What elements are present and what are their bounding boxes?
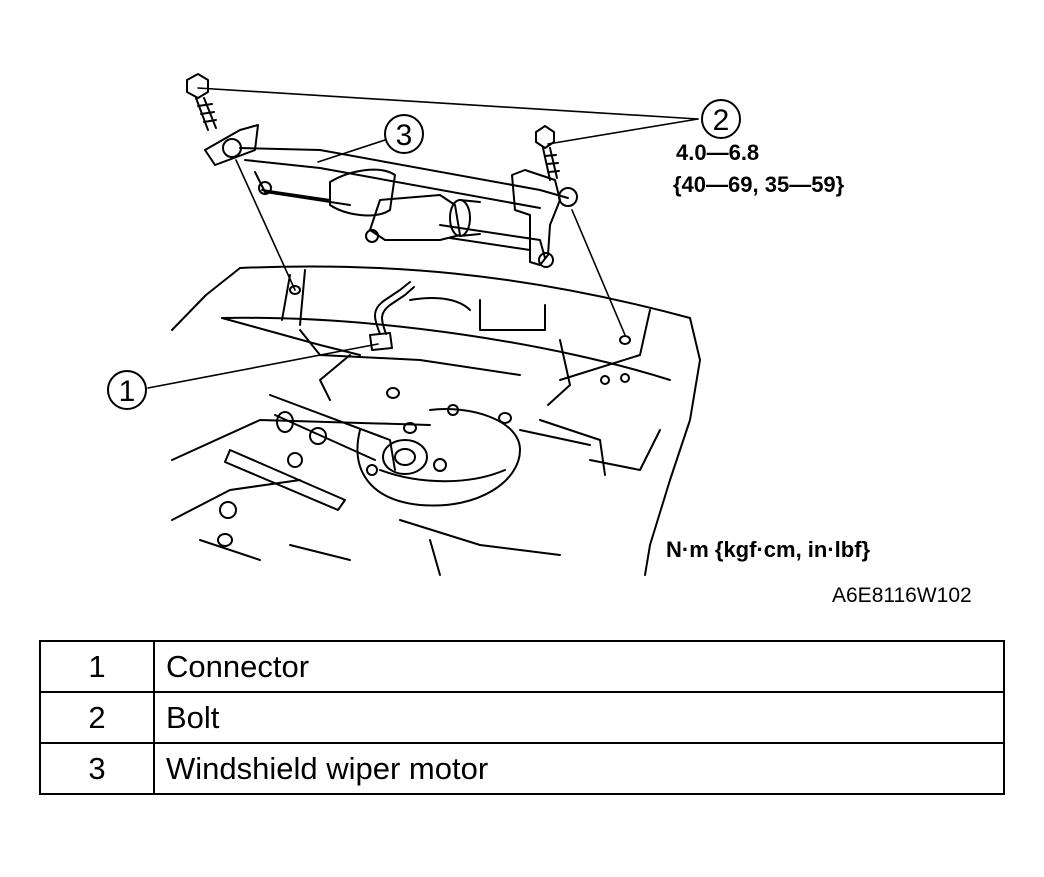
callout-3: 3 <box>384 114 424 154</box>
callout-1: 1 <box>107 370 147 410</box>
wiper-motor-diagram: 1 2 3 <box>107 73 741 576</box>
legend-name: Connector <box>153 640 1005 693</box>
bolt-right <box>535 125 560 181</box>
legend-name: Windshield wiper motor <box>153 742 1005 795</box>
table-row: 3 Windshield wiper motor <box>39 742 1005 795</box>
connector <box>369 281 415 351</box>
torque-alt-units-value: {40—69, 35—59} <box>673 172 845 197</box>
wiper-linkage <box>204 124 578 268</box>
legend-name: Bolt <box>153 691 1005 744</box>
svg-text:3: 3 <box>396 119 413 152</box>
legend-table: 1 Connector 2 Bolt 3 Windshield wiper mo… <box>39 640 1005 795</box>
bolt-left <box>186 73 217 131</box>
cowl-panel <box>171 265 701 576</box>
svg-text:1: 1 <box>119 375 136 408</box>
table-row: 1 Connector <box>39 640 1005 693</box>
callout-2: 2 <box>701 99 741 139</box>
table-row: 2 Bolt <box>39 691 1005 744</box>
svg-text:2: 2 <box>713 104 730 137</box>
body-holes <box>217 285 631 547</box>
legend-number: 3 <box>39 742 155 795</box>
torque-units-label: N·m {kgf·cm, in·lbf} <box>666 537 871 562</box>
figure-code: A6E8116W102 <box>832 584 972 607</box>
legend-number: 2 <box>39 691 155 744</box>
legend-number: 1 <box>39 640 155 693</box>
leader-lines <box>147 87 699 389</box>
wiper-motor <box>329 168 481 243</box>
torque-value: 4.0—6.8 <box>676 140 760 165</box>
